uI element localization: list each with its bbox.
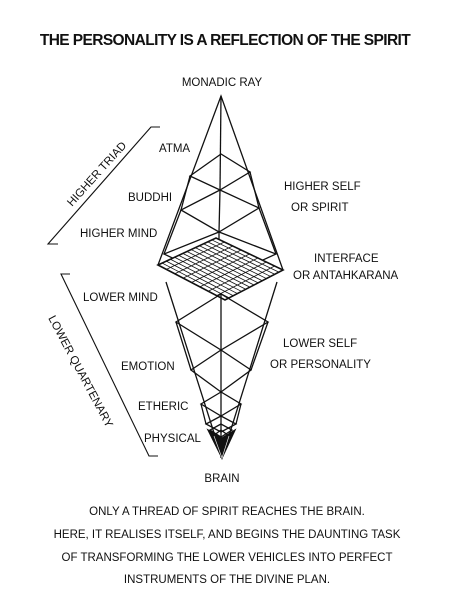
diagram-title: THE PERSONALITY IS A REFLECTION OF THE S… <box>40 32 411 49</box>
caption-line-4: INSTRUMENTS OF THE DIVINE PLAN. <box>124 574 330 586</box>
interface-band <box>156 237 285 301</box>
grid-line <box>208 261 267 292</box>
label-higher-mind: HIGHER MIND <box>80 228 157 240</box>
label-interface: INTERFACE <box>314 253 379 265</box>
grid-line <box>191 253 250 283</box>
label-higher-self: HIGHER SELF <box>284 181 361 193</box>
grid-line <box>216 265 275 296</box>
higher-triad-bracket <box>46 126 160 245</box>
grid-line <box>199 257 259 288</box>
label-brain: BRAIN <box>204 473 239 485</box>
grid-line <box>182 249 242 279</box>
lower-mind-diamond <box>174 293 270 351</box>
lower-quartenary-bracket <box>60 273 158 457</box>
lower-quartenary-label: LOWER QUARTENARY <box>45 314 114 430</box>
label-monadic-ray: MONADIC RAY <box>182 77 263 89</box>
label-etheric: ETHERIC <box>138 401 188 413</box>
brain-tip <box>206 428 237 460</box>
grid-line <box>166 241 225 270</box>
label-physical: PHYSICAL <box>144 433 201 445</box>
caption-line-2: HERE, IT REALISES ITSELF, AND BEGINS THE… <box>54 529 401 541</box>
grid-line <box>174 245 233 275</box>
label-or-spirit: OR SPIRIT <box>291 202 349 214</box>
lower-pyramid <box>165 281 278 461</box>
caption-line-1: ONLY A THREAD OF SPIRIT REACHES THE BRAI… <box>89 506 365 518</box>
label-emotion: EMOTION <box>121 361 175 373</box>
label-lower-self: LOWER SELF <box>283 338 357 350</box>
label-or-personality: OR PERSONALITY <box>270 359 371 371</box>
label-lower-mind: LOWER MIND <box>83 292 158 304</box>
label-antahkarana: OR ANTAHKARANA <box>293 270 399 282</box>
higher-triad-label: HIGHER TRIAD <box>65 140 129 209</box>
label-atma: ATMA <box>159 143 190 155</box>
label-buddhi: BUDDHI <box>128 192 172 204</box>
caption-line-3: OF TRANSFORMING THE LOWER VEHICLES INTO … <box>62 552 393 564</box>
